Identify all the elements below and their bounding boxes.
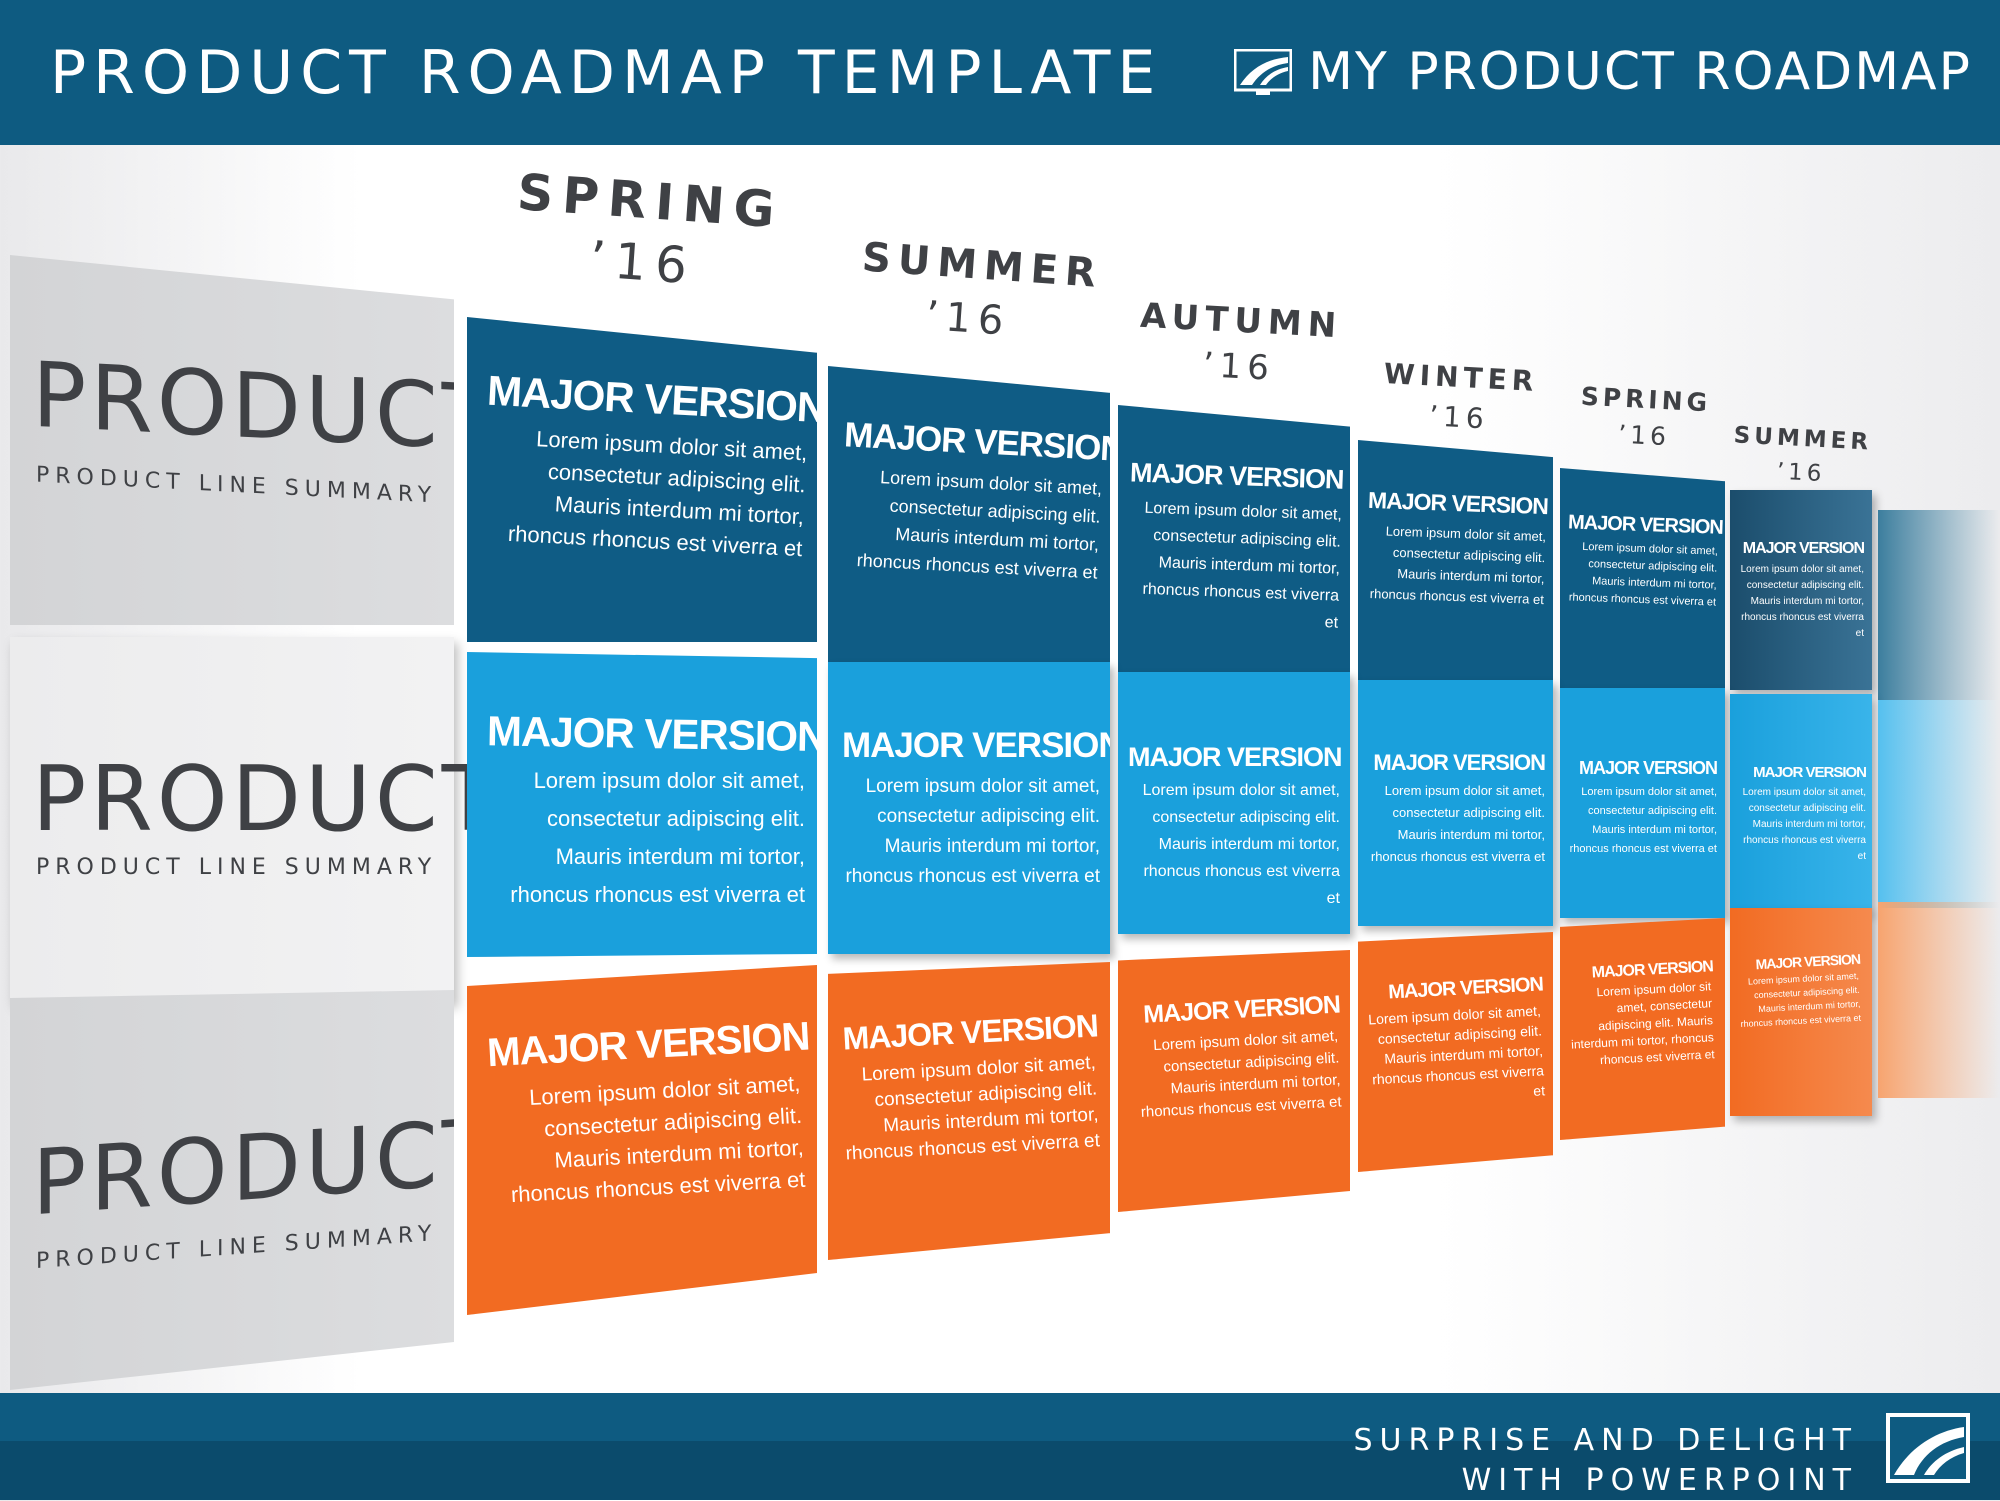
season-header-4: WINTER ’16 (1373, 354, 1547, 443)
roadmap-card: MAJOR VERSION Lorem ipsum dolor sit amet… (1358, 680, 1553, 926)
roadmap-card: MAJOR VERSION Lorem ipsum dolor sit amet… (1118, 672, 1350, 934)
header-bar: PRODUCT ROADMAP TEMPLATE MY PRODUCT ROAD… (0, 0, 2000, 145)
product-summary: PRODUCT LINE SUMMARY (36, 462, 438, 509)
card-body: Lorem ipsum dolor sit amet, consectetur … (1740, 970, 1862, 1030)
card-body: Lorem ipsum dolor sit amet, consectetur … (856, 467, 1103, 583)
card-body: Lorem ipsum dolor sit amet, consectetur … (1142, 499, 1343, 632)
product-name: PRODUCT (32, 747, 501, 852)
tagline-line-1: SURPRISE AND DELIGHT (1353, 1423, 1858, 1458)
roadmap-card: MAJOR VERSION Lorem ipsum dolor sit amet… (828, 662, 1110, 954)
product-name: PRODUCT (32, 342, 501, 473)
tagline: SURPRISE AND DELIGHT WITH POWERPOINT (1353, 1421, 1858, 1501)
roadmap-card: MAJOR VERSION Lorem ipsum dolor sit amet… (1730, 490, 1872, 690)
roadmap-card: MAJOR VERSION Lorem ipsum dolor sit amet… (1730, 694, 1872, 912)
season-header-6: SUMMER ’16 (1730, 418, 1873, 493)
roadmap-card: MAJOR VERSION Lorem ipsum dolor sit amet… (1730, 908, 1872, 1116)
roadmap-card: MAJOR VERSION Lorem ipsum dolor sit amet… (1358, 932, 1553, 1172)
product-panel-1: PRODUCT PRODUCT LINE SUMMARY (10, 255, 454, 625)
season-header-5: SPRING ’16 (1568, 378, 1722, 458)
product-name: PRODUCT (32, 1098, 501, 1237)
fade-column (1878, 902, 2000, 1098)
season-header-3: AUTUMN ’16 (1133, 293, 1348, 396)
season-name: SUMMER (1733, 422, 1873, 456)
season-header-1: SPRING ’16 (511, 161, 785, 303)
product-panel-2: PRODUCT PRODUCT LINE SUMMARY (10, 637, 497, 1002)
highway-road-icon (1886, 1413, 1970, 1483)
card-body: Lorem ipsum dolor sit amet, consectetur … (1568, 540, 1719, 609)
card-heading: MAJOR VERSION (843, 415, 1110, 469)
card-body: Lorem ipsum dolor sit amet, consectetur … (1569, 786, 1717, 855)
fade-column (1878, 700, 2000, 908)
roadmap-card: MAJOR VERSION Lorem ipsum dolor sit amet… (1560, 918, 1725, 1140)
product-panel-3: PRODUCT PRODUCT LINE SUMMARY (10, 990, 454, 1390)
card-body: Lorem ipsum dolor sit amet, consectetur … (507, 426, 808, 562)
card-body: Lorem ipsum dolor sit amet, consectetur … (1140, 1027, 1343, 1121)
card-heading: MAJOR VERSION (486, 366, 817, 432)
page-title: PRODUCT ROADMAP TEMPLATE (50, 38, 1163, 108)
card-heading: MAJOR VERSION (1567, 511, 1724, 539)
roadmap-card: MAJOR VERSION Lorem ipsum dolor sit amet… (828, 366, 1110, 664)
card-body: Lorem ipsum dolor sit amet, consectetur … (845, 776, 1100, 887)
card-body: Lorem ipsum dolor sit amet, consectetur … (1742, 787, 1866, 862)
card-body: Lorem ipsum dolor sit amet, consectetur … (1570, 979, 1716, 1068)
roadmap-card: MAJOR VERSION Lorem ipsum dolor sit amet… (467, 317, 817, 642)
roadmap-card: MAJOR VERSION Lorem ipsum dolor sit amet… (1118, 405, 1350, 675)
card-heading: MAJOR VERSION (842, 726, 1110, 765)
highway-road-icon (1234, 49, 1293, 95)
roadmap-card: MAJOR VERSION Lorem ipsum dolor sit amet… (1118, 950, 1350, 1212)
card-body: Lorem ipsum dolor sit amet, consectetur … (1142, 782, 1340, 907)
card-body: Lorem ipsum dolor sit amet, consectetur … (1369, 523, 1547, 608)
card-heading: MAJOR VERSION (1142, 990, 1341, 1029)
card-heading: MAJOR VERSION (1367, 486, 1549, 520)
card-body: Lorem ipsum dolor sit amet, consectetur … (1370, 783, 1545, 864)
card-body: Lorem ipsum dolor sit amet, consectetur … (510, 768, 805, 907)
card-heading: MAJOR VERSION (1578, 758, 1718, 778)
fade-column (1878, 510, 2000, 700)
footer-bar: SURPRISE AND DELIGHT WITH POWERPOINT (0, 1393, 2000, 1500)
brand: MY PRODUCT ROADMAP (1234, 42, 1972, 102)
card-heading: MAJOR VERSION (486, 707, 817, 761)
roadmap-card: MAJOR VERSION Lorem ipsum dolor sit amet… (1560, 688, 1725, 918)
roadmap-card: MAJOR VERSION Lorem ipsum dolor sit amet… (828, 962, 1110, 1260)
roadmap-card: MAJOR VERSION Lorem ipsum dolor sit amet… (1560, 468, 1725, 688)
card-heading: MAJOR VERSION (1742, 540, 1865, 557)
card-heading: MAJOR VERSION (841, 1007, 1099, 1057)
card-heading: MAJOR VERSION (1129, 457, 1345, 495)
card-heading: MAJOR VERSION (1128, 742, 1343, 772)
card-body: Lorem ipsum dolor sit amet, consectetur … (510, 1070, 806, 1208)
roadmap-card: MAJOR VERSION Lorem ipsum dolor sit amet… (467, 965, 817, 1315)
roadmap-card: MAJOR VERSION Lorem ipsum dolor sit amet… (467, 652, 817, 957)
card-body: Lorem ipsum dolor sit amet, consectetur … (1740, 564, 1864, 639)
brand-name: MY PRODUCT ROADMAP (1308, 42, 1972, 102)
card-heading: MAJOR VERSION (1753, 764, 1867, 781)
tagline-line-2: WITH POWERPOINT (1461, 1463, 1858, 1498)
card-body: Lorem ipsum dolor sit amet, consectetur … (845, 1052, 1101, 1165)
roadmap-card: MAJOR VERSION Lorem ipsum dolor sit amet… (1358, 440, 1553, 684)
card-body: Lorem ipsum dolor sit amet, consectetur … (1367, 1002, 1546, 1099)
product-summary: PRODUCT LINE SUMMARY (36, 855, 438, 880)
season-header-2: SUMMER ’16 (857, 230, 1105, 353)
card-heading: MAJOR VERSION (486, 1014, 811, 1076)
card-heading: MAJOR VERSION (1373, 750, 1546, 775)
